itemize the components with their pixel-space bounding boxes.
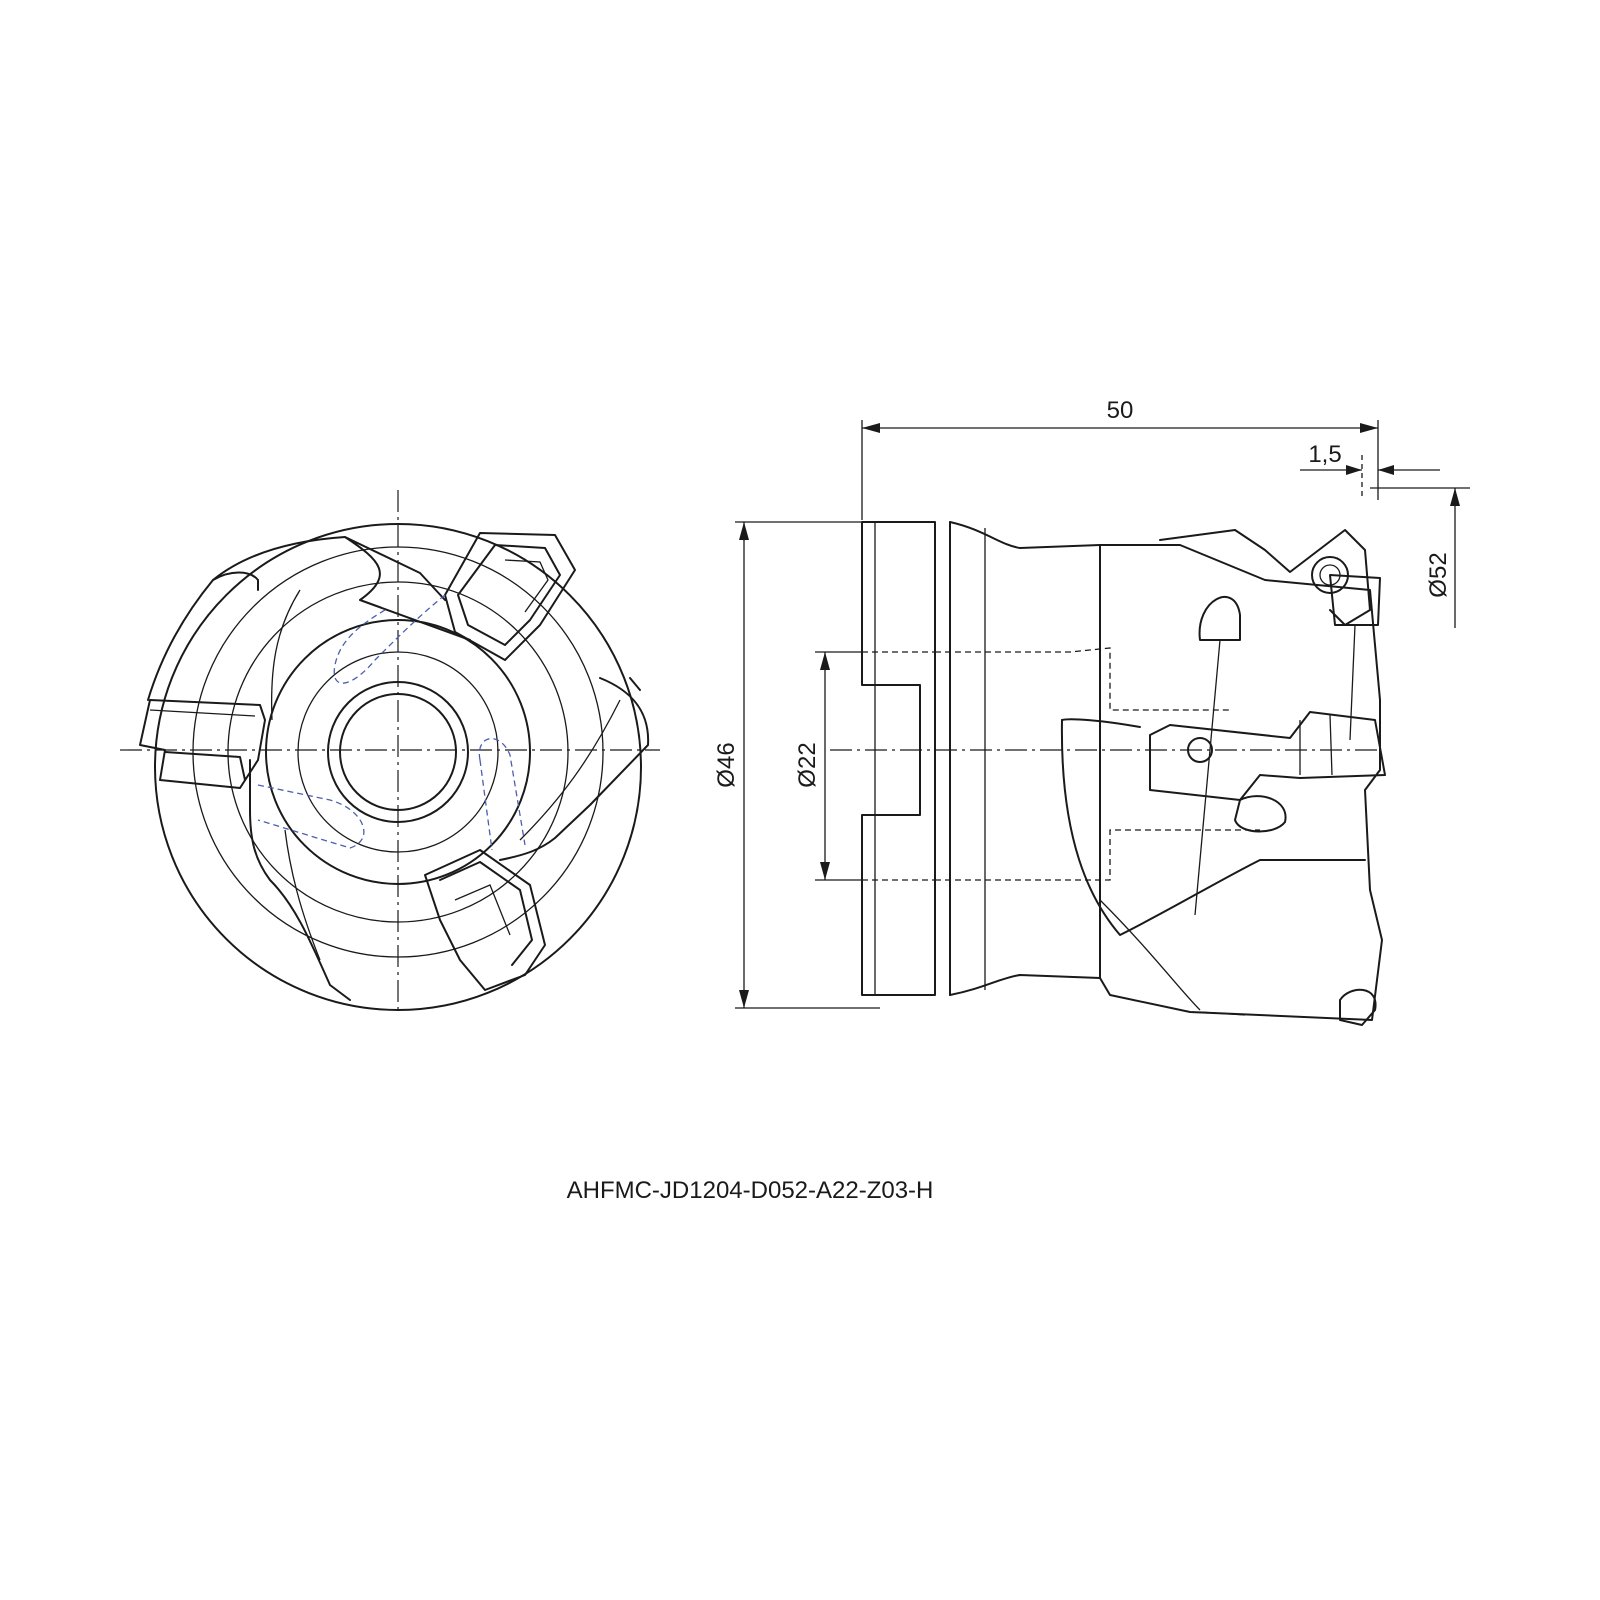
dimension-bore-diameter: Ø22 [794, 651, 862, 881]
dimension-offset: 1,5 [1300, 441, 1440, 500]
front-flute-upper [212, 536, 471, 641]
side-hidden-bore-top [935, 647, 1230, 711]
front-coolant-passage-3 [478, 737, 526, 851]
side-insert-upper [1159, 529, 1381, 916]
front-ring-1 [297, 651, 499, 853]
front-outer-body [154, 523, 642, 1011]
front-bore-inner [339, 693, 457, 811]
dim-label-outer-diameter: Ø52 [1425, 552, 1452, 597]
part-code: AHFMC-JD1204-D052-A22-Z03-H [567, 1177, 934, 1204]
front-ring-2 [265, 619, 531, 885]
front-view [120, 490, 660, 1015]
front-ring-3 [227, 581, 569, 923]
front-insert-left [139, 699, 266, 789]
dimension-outer-diameter: Ø52 [1370, 487, 1470, 628]
side-insert-middle [1149, 711, 1386, 833]
dimension-overall-length: 50 [861, 397, 1379, 520]
side-hidden-bore-bottom [935, 829, 1260, 881]
side-view [830, 521, 1386, 1026]
front-insert-bottom [424, 849, 546, 991]
front-flute-lower-inner [270, 589, 621, 961]
front-insert-top [444, 532, 576, 661]
dim-label-body-diameter: Ø46 [713, 742, 740, 787]
front-flute-left [147, 571, 259, 701]
side-insert-bottom [1199, 988, 1377, 1026]
side-flange [861, 521, 936, 996]
front-flute-right [499, 677, 650, 861]
dim-label-bore-diameter: Ø22 [794, 742, 821, 787]
side-lower-flute [1060, 719, 1366, 936]
side-cutter-body [1099, 544, 1383, 1021]
dim-label-length: 50 [1107, 397, 1134, 424]
front-bore-outer [327, 681, 469, 823]
front-flute-lower [249, 759, 351, 1001]
side-neck [949, 521, 1101, 996]
front-coolant-passage-1 [333, 594, 446, 684]
front-coolant-passage-2 [257, 784, 365, 849]
front-ring-4 [192, 546, 604, 958]
dimension-body-diameter: Ø46 [713, 521, 880, 1009]
dim-label-offset: 1,5 [1308, 441, 1341, 468]
